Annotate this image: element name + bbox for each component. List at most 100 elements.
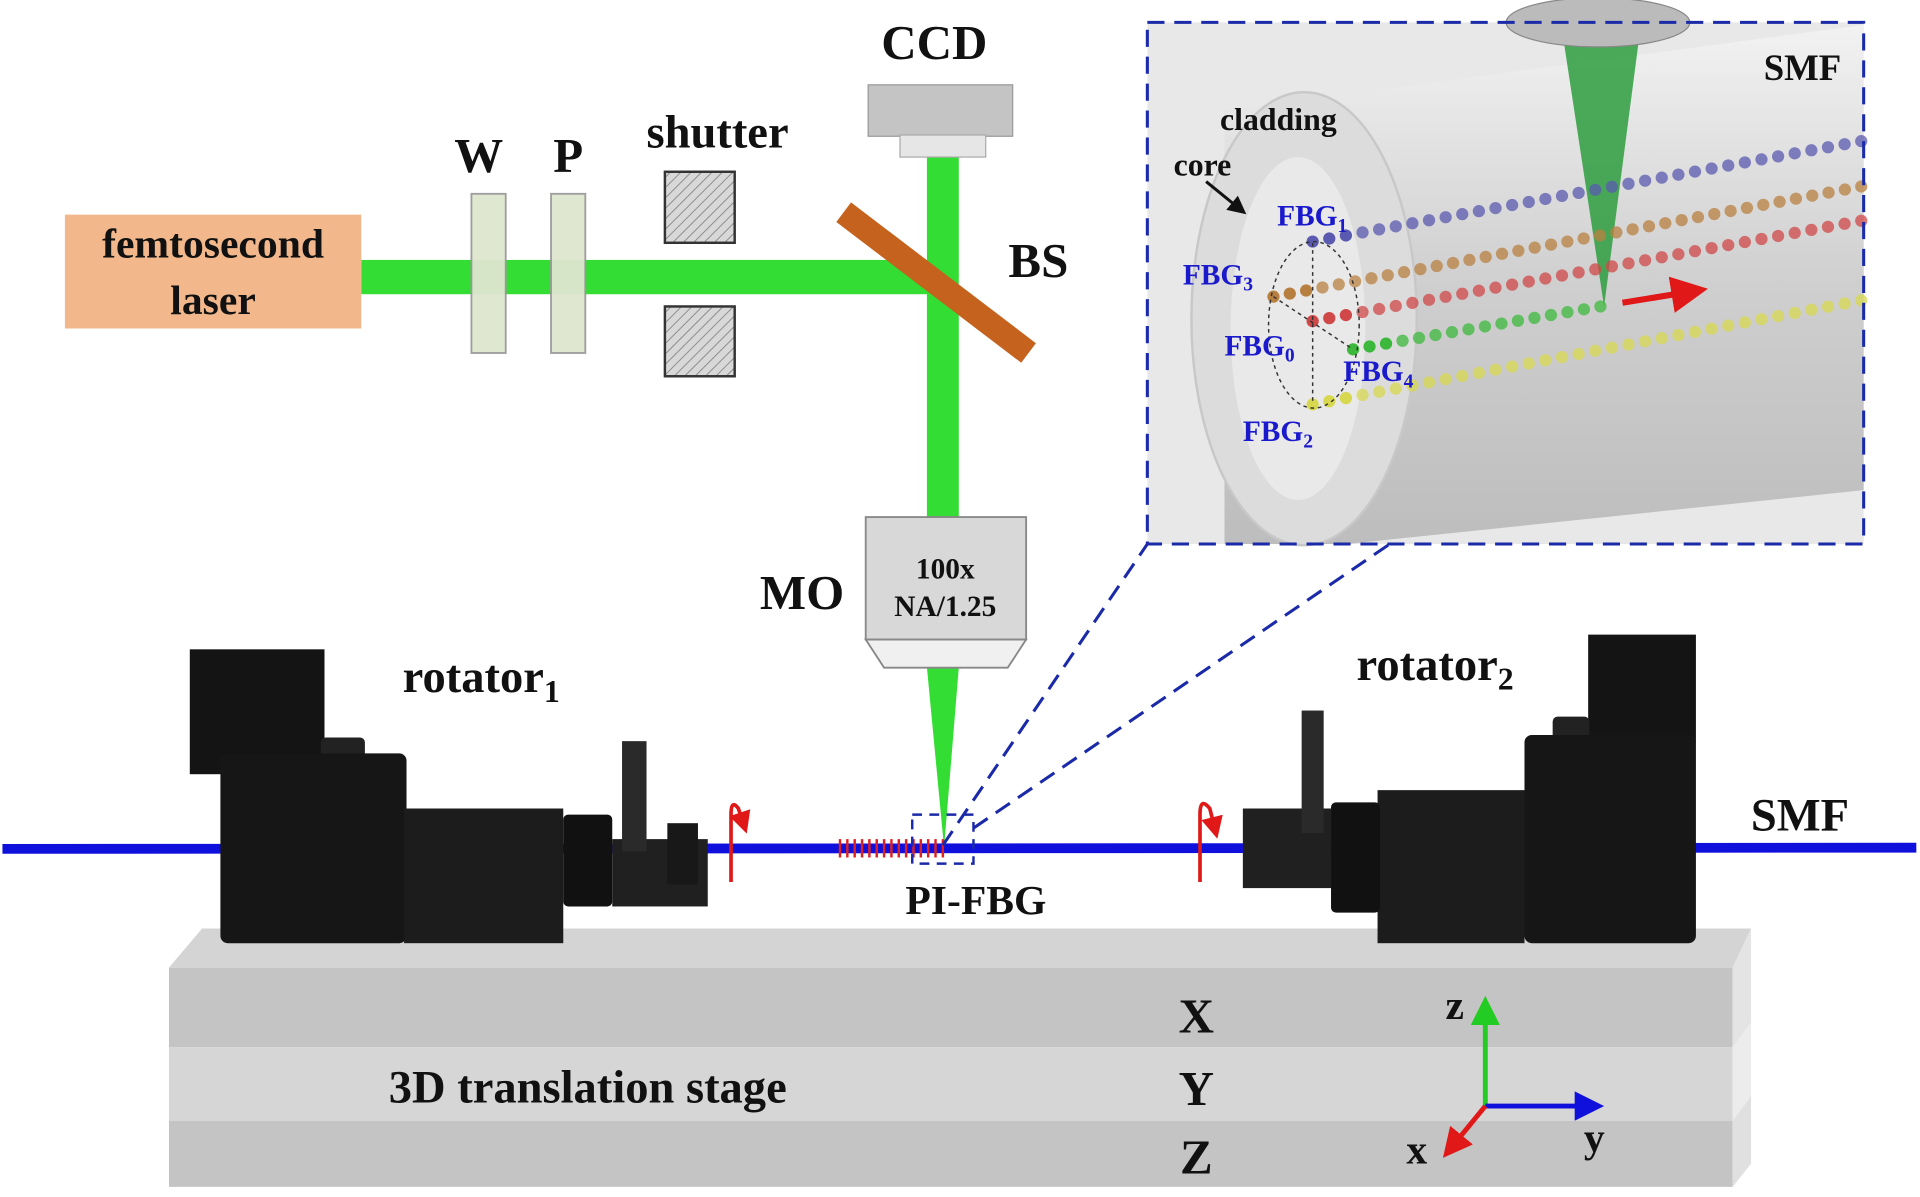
fbg1-dot	[1539, 192, 1552, 206]
fbg4-dot	[1462, 323, 1475, 336]
fbg2-dot	[1539, 354, 1552, 367]
fbg1-dot	[1489, 201, 1502, 215]
fbg0-dot	[1489, 281, 1502, 294]
fbg0-dot	[1373, 302, 1386, 316]
fbg1-dot	[1638, 174, 1652, 187]
fbg2-dot	[1755, 313, 1768, 326]
stage-x-label: X	[1179, 989, 1214, 1044]
fbg0-dot	[1638, 254, 1652, 267]
fbg2-dot	[1439, 373, 1452, 386]
fbg1-label: FBG1	[1277, 201, 1347, 237]
focused-beam	[926, 667, 959, 848]
ccd-label: CCD	[881, 15, 987, 70]
translation-stage	[168, 928, 1752, 1187]
fbg2-dot	[1738, 316, 1751, 329]
fbg1-dot	[1821, 141, 1835, 154]
waveplate-label: W	[454, 128, 503, 183]
fbg2-dot	[1306, 398, 1319, 411]
fbg3-dot	[1348, 275, 1362, 288]
fbg4-dot	[1561, 306, 1574, 319]
fbg0-dot	[1306, 315, 1319, 328]
fbg0-dot	[1572, 266, 1585, 279]
coordinate-axes: z y x	[1406, 983, 1605, 1173]
fbg0-dot	[1688, 245, 1702, 258]
laser-beam-horizontal	[361, 259, 943, 295]
fbg1-dot	[1323, 232, 1336, 245]
fbg2-dot	[1572, 347, 1585, 361]
fbg4-dot	[1379, 337, 1393, 350]
polarizer	[550, 192, 587, 354]
fbg0-label: FBG0	[1224, 330, 1294, 366]
inset-border	[1145, 20, 1866, 546]
fbg1-dot	[1705, 162, 1718, 175]
fbg2-dot	[1522, 357, 1535, 370]
shutter-upper	[663, 170, 736, 245]
fbg0-dot	[1389, 299, 1402, 313]
fbg0-dot	[1589, 263, 1602, 276]
fbg3-dot	[1300, 284, 1313, 297]
fbg0-dot	[1805, 223, 1818, 236]
fbg4-dot	[1495, 317, 1508, 330]
stage-label: 3D translation stage	[389, 1062, 787, 1113]
fbg1-dot	[1688, 165, 1702, 178]
inset-panel: SMF cladding core FBG1 FBG3 FBG0 FBG4 FB…	[1145, 0, 1868, 547]
fbg3-dot	[1806, 189, 1819, 202]
rotator2-label: rotator2	[1357, 640, 1514, 697]
fbg0-dot	[1522, 275, 1535, 288]
fbg1-dot	[1306, 235, 1319, 248]
fbg3-dot	[1773, 195, 1786, 208]
objective-na: NA/1.25	[894, 591, 996, 623]
fbg2-dot	[1506, 360, 1519, 373]
zoom-region-box	[911, 813, 975, 865]
fbg1-dot	[1506, 198, 1519, 212]
fbg0-dot	[1356, 305, 1369, 319]
objective-mag: 100x	[916, 553, 975, 585]
fbg2-dot	[1389, 382, 1402, 395]
fbg4-dot	[1511, 314, 1525, 327]
fbg2-dot	[1489, 363, 1502, 376]
x-axis-arrow	[1442, 1104, 1488, 1158]
fbg4-dot	[1528, 311, 1541, 325]
fbg3-dot	[1430, 259, 1443, 273]
fbg4-dot	[1363, 340, 1376, 353]
stage-layer-x	[168, 967, 1733, 1048]
fbg1-dot	[1655, 171, 1668, 184]
fbg1-dot	[1555, 189, 1569, 203]
coord-y-label: y	[1584, 1115, 1605, 1161]
fbg3-dot	[1593, 229, 1607, 242]
fbg2-dot	[1622, 338, 1635, 351]
cladding-label: cladding	[1220, 102, 1337, 137]
rotation-arrow-2	[1198, 801, 1223, 882]
fbg3-dot	[1789, 192, 1803, 205]
fbg2-label: FBG2	[1243, 416, 1313, 452]
fbg1-dot	[1738, 156, 1751, 169]
coord-x-label: x	[1406, 1128, 1427, 1174]
fbg3-dot	[1724, 204, 1737, 218]
zoom-line-left	[941, 543, 1149, 847]
fbg3-dot	[1528, 241, 1541, 254]
fbg1-dot	[1406, 217, 1419, 230]
smf-label: SMF	[1751, 791, 1849, 842]
fbg3-dot	[1691, 210, 1705, 224]
core-label: core	[1174, 147, 1232, 182]
inset-smf-label: SMF	[1764, 47, 1842, 88]
fbg3-dot	[1626, 223, 1639, 236]
fbg4-dot	[1544, 308, 1558, 322]
polarizer-label: P	[553, 128, 583, 183]
fbg1-dot	[1722, 159, 1735, 172]
fbg4-dot	[1577, 303, 1591, 316]
fbg1-dot	[1855, 135, 1868, 148]
rotator-2	[1242, 634, 1696, 944]
fbg1-dot	[1788, 147, 1801, 160]
fbg4-dot	[1346, 343, 1360, 356]
fbg1-dot	[1439, 211, 1452, 224]
fbg0-dot	[1838, 217, 1851, 230]
fbg1-dot	[1422, 214, 1436, 227]
fbg0-dot	[1738, 235, 1751, 249]
fbg-grating-marks	[838, 839, 945, 858]
fbg3-dot	[1675, 214, 1688, 227]
stage-layer-z	[168, 1120, 1733, 1187]
coord-z-label: z	[1445, 983, 1463, 1029]
fbg0-dot	[1339, 308, 1353, 322]
rotator-1	[189, 649, 708, 944]
